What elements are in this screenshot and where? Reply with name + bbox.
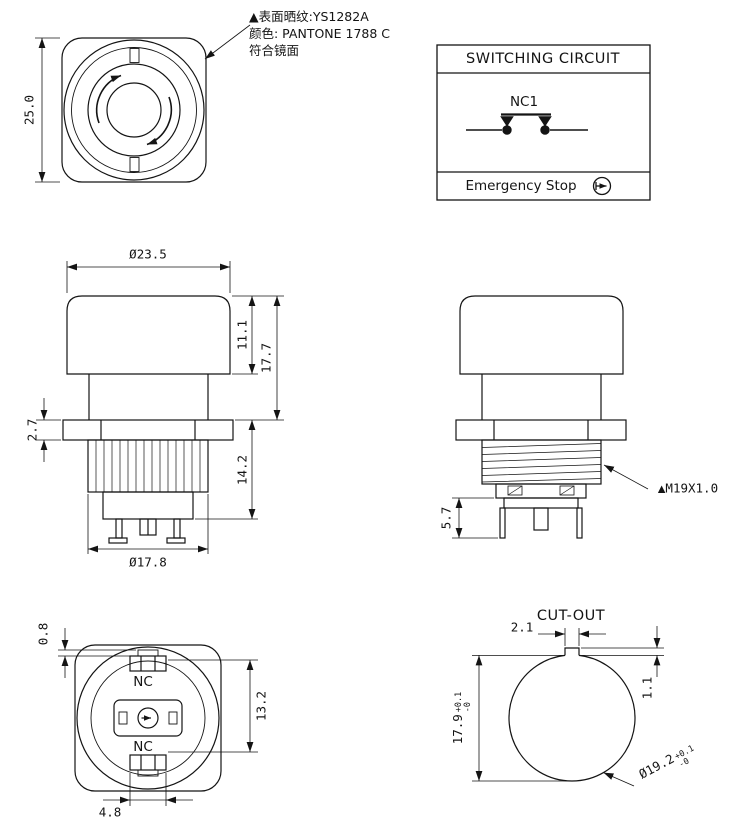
cutout-height-tolerance: +0.1-0 (454, 692, 473, 713)
bottom-view (74, 644, 222, 792)
dim-flange-thickness: 2.7 (24, 418, 40, 442)
nc-label-top: NC (133, 674, 153, 690)
circuit-contact-label: NC1 (509, 94, 539, 110)
cutout-dimensions (472, 626, 664, 787)
dim-head-height: 11.1 (234, 319, 250, 351)
bottom-view-dimensions (58, 628, 258, 806)
dim-body-diameter: Ø17.8 (129, 554, 167, 570)
top-view (61, 37, 207, 183)
dim-terminal-span: 13.2 (253, 690, 269, 722)
dim-notch-width: 2.1 (510, 619, 534, 635)
cutout-height-tol-minus: -0 (462, 701, 473, 713)
cutout-view (508, 647, 636, 782)
surface-annotation-line1: ▲表面晒纹:YS1282A (249, 9, 369, 24)
thread-spec-label: ▲M19X1.0 (657, 480, 719, 496)
dim-notch-depth: 1.1 (639, 676, 655, 700)
cutout-title: CUT-OUT (536, 608, 606, 624)
top-view-dimensions (35, 24, 251, 183)
front-view-dimensions (36, 261, 284, 554)
surface-annotation-line3: 符合镜面 (249, 43, 300, 58)
dim-terminal-offset: 0.8 (35, 622, 51, 646)
reset-arrow-icon (592, 176, 612, 196)
dim-upper-height: 17.7 (258, 342, 274, 374)
circuit-footer-label: Emergency Stop (465, 178, 577, 194)
dim-lower-height: 14.2 (234, 454, 250, 486)
nc-contact-symbol (466, 113, 588, 135)
cutout-height-value: 17.9 (450, 714, 465, 745)
dim-pin-length: 5.7 (438, 506, 454, 530)
dim-head-diameter: Ø23.5 (129, 246, 167, 262)
surface-annotation-line2: 颜色: PANTONE 1788 C (249, 26, 391, 41)
side-view-dimensions (452, 464, 649, 539)
surface-annotation: ▲表面晒纹:YS1282A 颜色: PANTONE 1788 C 符合镜面 (249, 8, 390, 59)
side-view (455, 295, 627, 539)
front-view (62, 295, 234, 544)
switching-circuit-box (436, 44, 651, 201)
nc-label-bottom: NC (133, 739, 153, 755)
circuit-title: SWITCHING CIRCUIT (466, 51, 620, 67)
dim-slot-width: 4.8 (98, 804, 122, 820)
dim-cutout-height: 17.9+0.1-0 (450, 692, 473, 745)
dim-top-view-height: 25.0 (21, 94, 37, 126)
